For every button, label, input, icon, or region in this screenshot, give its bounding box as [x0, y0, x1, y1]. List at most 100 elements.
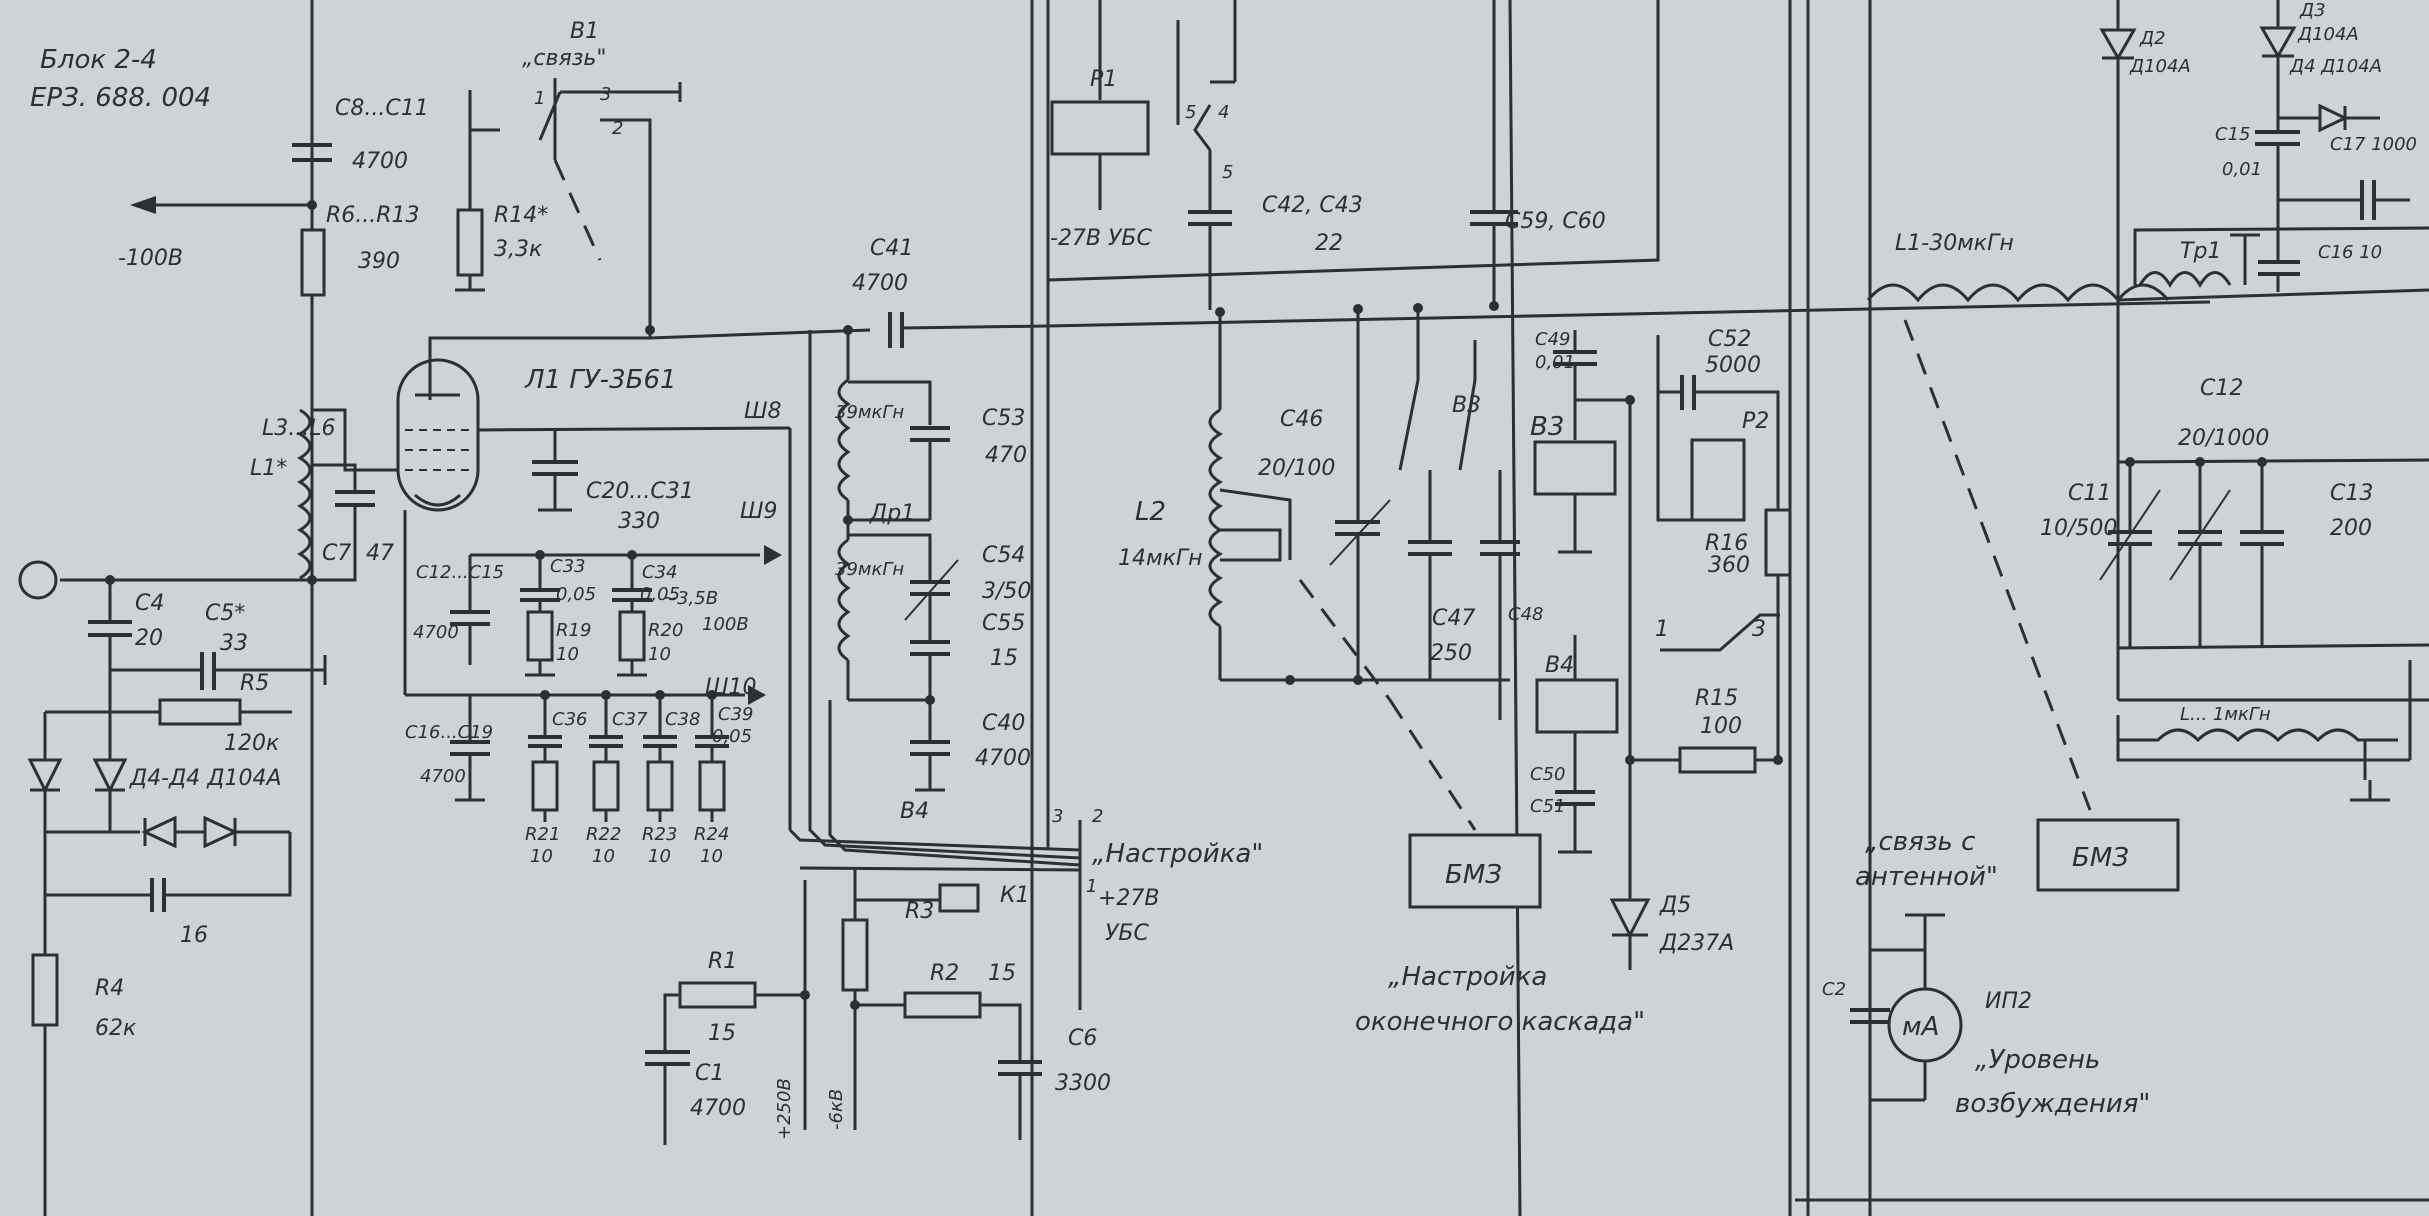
l1-30uh-label: L1-30мкГн	[1895, 231, 2014, 256]
r19-label: R19	[556, 620, 591, 641]
diode-d3-icon	[2259, 26, 2297, 60]
c6-label: С6	[1068, 1026, 1097, 1051]
r1-label: R1	[708, 949, 737, 974]
input-chain-left: С8...С11 4700 R6...R13 390 -100В	[118, 70, 429, 400]
switch-pin-3: 3	[1752, 617, 1766, 642]
r21-value: 10	[530, 846, 553, 867]
diode-d2-icon	[2099, 28, 2137, 62]
c34-label: С34	[642, 562, 677, 583]
nastr-oc-line1: „Настройка	[1388, 962, 1547, 992]
b3-label-1: В3	[1452, 393, 1481, 418]
r16-value: 360	[1708, 553, 1750, 578]
w8-label: Ш8	[744, 399, 782, 424]
detector-diodes: Д2 Д104А Д3 Д104А Д4 Д104А С15 0,01 С17 …	[2099, 0, 2417, 300]
bmz-box-1	[1408, 833, 1542, 909]
r20-value: 10	[648, 644, 671, 665]
connector-pin-1: 1	[1086, 876, 1097, 897]
diode-d5-icon	[1609, 898, 1651, 939]
c47-label: С47	[1432, 606, 1475, 631]
c49-value: 0,01	[1535, 352, 1575, 373]
meter-ma-label: мА	[1902, 1012, 1939, 1042]
plus250-label: +250В	[774, 1078, 795, 1140]
minus6kv-label: -6кВ	[826, 1089, 847, 1130]
coil-l3-l6: L3...L6 L1* С7 47	[18, 400, 398, 600]
r5-label: R5	[240, 671, 269, 696]
r2-value: 15	[988, 961, 1016, 986]
d4-right-label: Д4 Д104А	[2289, 56, 2382, 77]
b1-pin-1: 1	[534, 88, 545, 109]
ubc-label: УБС	[1105, 921, 1149, 946]
c15-right-label: С15	[2215, 124, 2250, 145]
c16-c19-value: 4700	[420, 766, 466, 787]
c11-right-value: 10/500	[2040, 516, 2117, 541]
r20-label: R20	[648, 620, 683, 641]
r3-label: R3	[905, 899, 934, 924]
c55-value: 15	[990, 646, 1018, 671]
p1-pin-5b: 5	[1222, 162, 1233, 183]
r22-value: 10	[592, 846, 615, 867]
c46-value: 20/100	[1258, 456, 1335, 481]
d3-label: Д3	[2299, 0, 2326, 21]
diode-d4a-icon	[27, 758, 63, 794]
ht-bus: С41 4700	[428, 236, 2211, 400]
r1-value: 15	[708, 1021, 736, 1046]
plus27-label: +27В	[1098, 886, 1160, 911]
uroven-line2: возбуждения"	[1955, 1089, 2150, 1119]
c42-c43-label: С42, С43	[1262, 193, 1363, 218]
diode-d4d-icon	[203, 815, 239, 849]
r2-label: R2	[930, 961, 959, 986]
c6-value: 3300	[1055, 1071, 1111, 1096]
diode-d4b-icon	[92, 758, 128, 794]
c7-label: С7	[322, 541, 351, 566]
c38-label: С38	[665, 709, 700, 730]
c16-c19-label: С16...С19	[405, 722, 493, 743]
r19-value: 10	[556, 644, 579, 665]
r5-value: 120к	[224, 731, 280, 756]
b4-label: В4	[1545, 653, 1574, 678]
connector-pin-3: 3	[1052, 806, 1063, 827]
r6-r13-value: 390	[358, 249, 400, 274]
grid-bias-network: С4 20 С5* 33 R5 120к Д4-Д4 Д104А 16 R4 6…	[27, 580, 327, 1216]
ip2-label: ИП2	[1985, 989, 2032, 1014]
c37-label: С37	[612, 709, 648, 730]
switch-b1: В1 „связь" 1 2 3 R14* 3,3к	[455, 19, 682, 330]
anode-choke-branch: 39мкГн Др1 39мкГн С53 470 С54 3/50 С55 1…	[835, 330, 1031, 824]
k1-label: К1	[1000, 883, 1030, 908]
r24-value: 10	[700, 846, 723, 867]
frame-lines	[310, 0, 2429, 1216]
l2-value: 14мкГн	[1118, 546, 1203, 571]
c12-right-value: 20/1000	[2178, 426, 2269, 451]
c33-label: С33	[550, 556, 585, 577]
diodes-d4-label: Д4-Д4 Д104А	[129, 766, 282, 791]
r23-value: 10	[648, 846, 671, 867]
c20-c31-value: 330	[618, 509, 660, 534]
supply-minus100-label: -100В	[118, 246, 183, 271]
r4-value: 62к	[95, 1016, 137, 1041]
p1-pin-5a: 5	[1185, 102, 1196, 123]
uroven-line1: „Уровень	[1975, 1045, 2100, 1075]
c12-c15-value: 4700	[413, 622, 459, 643]
r14-label: R14*	[494, 203, 548, 228]
minus27-label: -27В УБС	[1050, 226, 1153, 251]
relay-control-block: С49 0,01 В3 С52 5000 Р2 R16 360 1 3 R15 …	[1530, 327, 1792, 970]
input-jack-icon	[18, 560, 58, 600]
r24-label: R24	[694, 824, 729, 845]
diode-d4r-icon	[2318, 103, 2349, 133]
coil-39uh-2-label: 39мкГн	[835, 559, 904, 580]
w9-label: Ш9	[740, 499, 778, 524]
r14-value: 3,3к	[494, 237, 543, 262]
c39-value: 0,05	[712, 726, 752, 747]
c15-right-value: 0,01	[2222, 159, 2262, 180]
b1-label: В1	[570, 19, 599, 44]
relay-p1: Р1 5 4 5 -27В УБС С42, С43 22	[1047, 0, 1660, 310]
c53-label: С53	[982, 406, 1025, 431]
c52-label: С52	[1708, 327, 1751, 352]
screen-decoupling: С12...С15 4700 С33 0,05 С34 0,05 R19 10 …	[413, 550, 749, 677]
bmz-box-3	[2036, 818, 2180, 892]
c8-c11-value: 4700	[352, 149, 408, 174]
c41-value: 4700	[852, 271, 908, 296]
p1-label: Р1	[1090, 67, 1117, 92]
p1-pin-4: 4	[1218, 102, 1229, 123]
r15-value: 100	[1700, 714, 1742, 739]
